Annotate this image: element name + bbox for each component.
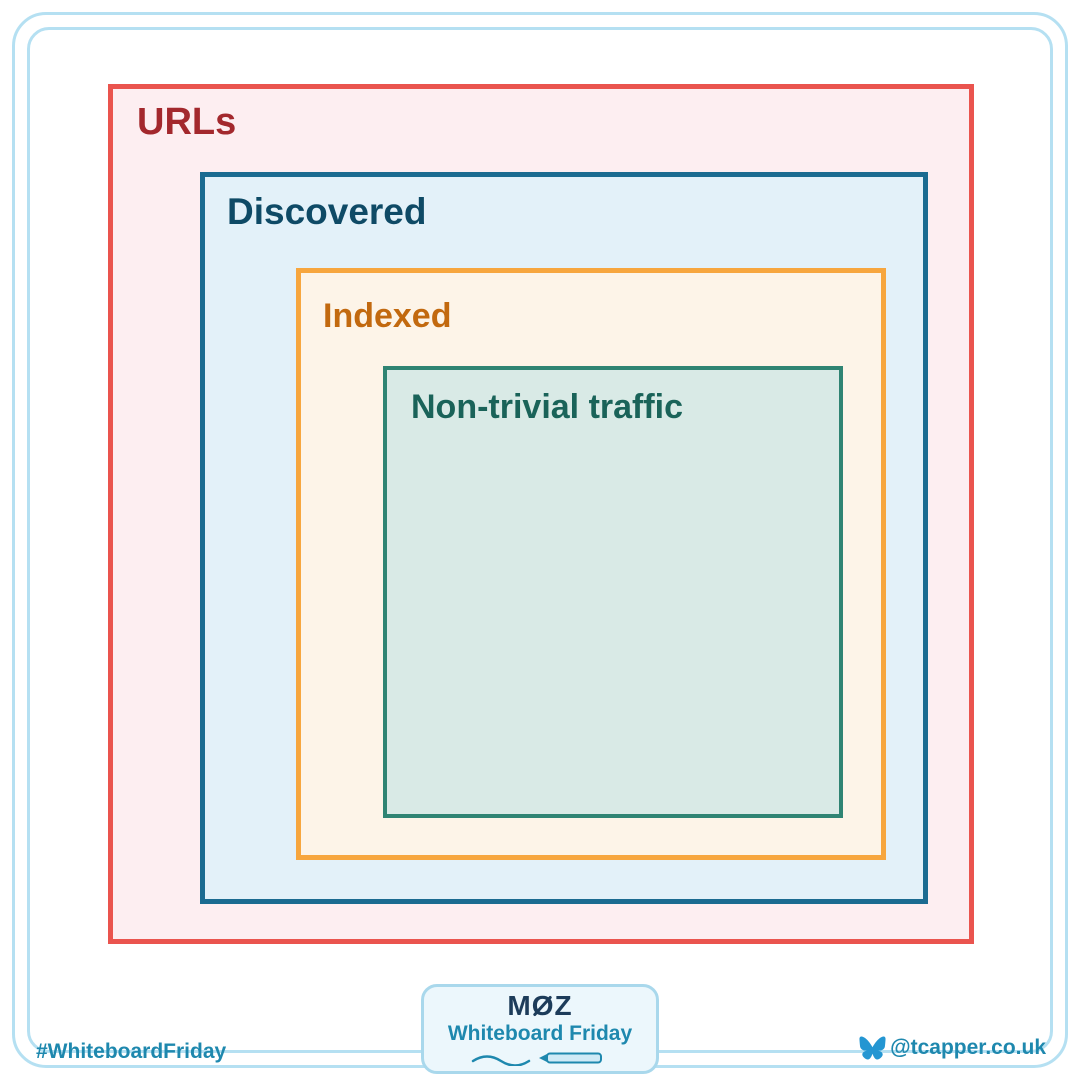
whiteboard-friday-hashtag: #WhiteboardFriday <box>36 1040 227 1063</box>
badge-series-title: Whiteboard Friday <box>447 1022 633 1046</box>
layer-non-trivial-traffic-label: Non-trivial traffic <box>411 388 684 426</box>
layer-discovered-label: Discovered <box>227 191 427 232</box>
social-handle-group: @tcapper.co.uk <box>859 1036 1046 1060</box>
whiteboard-marker-icon <box>471 1052 602 1066</box>
social-handle: @tcapper.co.uk <box>890 1036 1046 1059</box>
layer-indexed-label: Indexed <box>323 297 452 335</box>
layer-non-trivial-traffic: Non-trivial traffic <box>383 366 843 818</box>
moz-logo: MOZ <box>507 992 572 1020</box>
bluesky-butterfly-icon <box>859 1036 886 1060</box>
moz-whiteboard-friday-badge: MOZ Whiteboard Friday <box>421 984 659 1074</box>
layer-urls-label: URLs <box>137 101 237 143</box>
